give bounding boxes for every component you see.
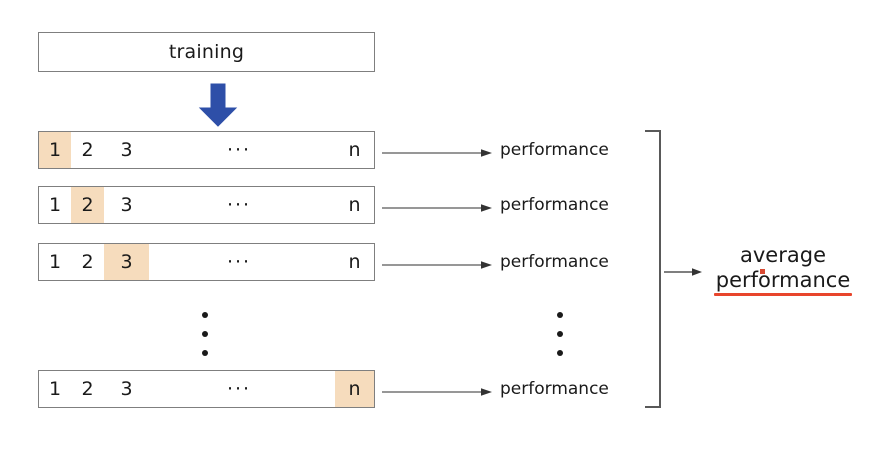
bracket-tick-bottom [645,405,661,408]
fold-cell: n [348,194,361,216]
performance-label: performance [500,379,609,399]
performance-label: performance [500,140,609,160]
fold-cell: 1 [48,251,62,273]
fold-cell-ellipsis: ··· [226,251,252,273]
flow-arrow-icon [382,383,492,396]
performance-label: performance [500,252,609,272]
flow-arrow-icon [382,144,492,157]
vertical-ellipsis-icon [553,312,567,368]
aggregation-bracket [645,130,663,408]
fold-cell: 2 [81,139,94,161]
flow-arrow-icon [382,256,492,269]
fold-row: 1 2 3 ··· n [38,131,375,169]
fold-cell: n [348,251,361,273]
average-performance-line2-wrap: performance [713,267,853,296]
fold-cell: 1 [39,132,71,168]
average-performance-line2: performance [715,267,851,292]
fold-row-cells: 1 2 3 ··· n [39,132,374,168]
fold-cell: 2 [71,187,104,223]
fold-row: 1 2 3 ··· n [38,186,375,224]
flow-arrow-icon [382,199,492,212]
fold-row-cells: 1 2 3 ··· n [39,187,374,223]
average-performance-result: average performance [703,243,863,296]
fold-cell-ellipsis: ··· [226,378,252,400]
spellcheck-mark-icon [759,268,765,274]
fold-row-cells: 1 2 3 ··· n [39,244,374,280]
performance-label: performance [500,195,609,215]
fold-cell: 2 [81,251,94,273]
fold-row-cells: 1 2 3 ··· n [39,371,374,407]
bracket-bar [659,130,662,408]
fold-cell: 3 [104,244,149,280]
aggregate-arrow-icon [664,263,702,276]
vertical-ellipsis-icon [198,312,212,368]
fold-cell-ellipsis: ··· [226,139,252,161]
fold-cell: 3 [120,139,133,161]
fold-cell: n [335,371,374,407]
fold-cell: 1 [48,378,62,400]
training-box: training [38,32,375,72]
fold-row: 1 2 3 ··· n [38,370,375,408]
fold-cell: 3 [120,378,133,400]
fold-cell-ellipsis: ··· [226,194,252,216]
fold-cell: 1 [48,194,62,216]
fold-row: 1 2 3 ··· n [38,243,375,281]
spellcheck-underline-icon [713,293,853,296]
training-box-label: training [168,41,245,63]
bracket-tick-top [645,130,661,133]
fold-cell: 2 [81,378,94,400]
down-block-arrow-icon [196,82,240,128]
average-performance-line1: average [740,243,826,267]
fold-cell: n [348,139,361,161]
fold-cell: 3 [120,194,133,216]
